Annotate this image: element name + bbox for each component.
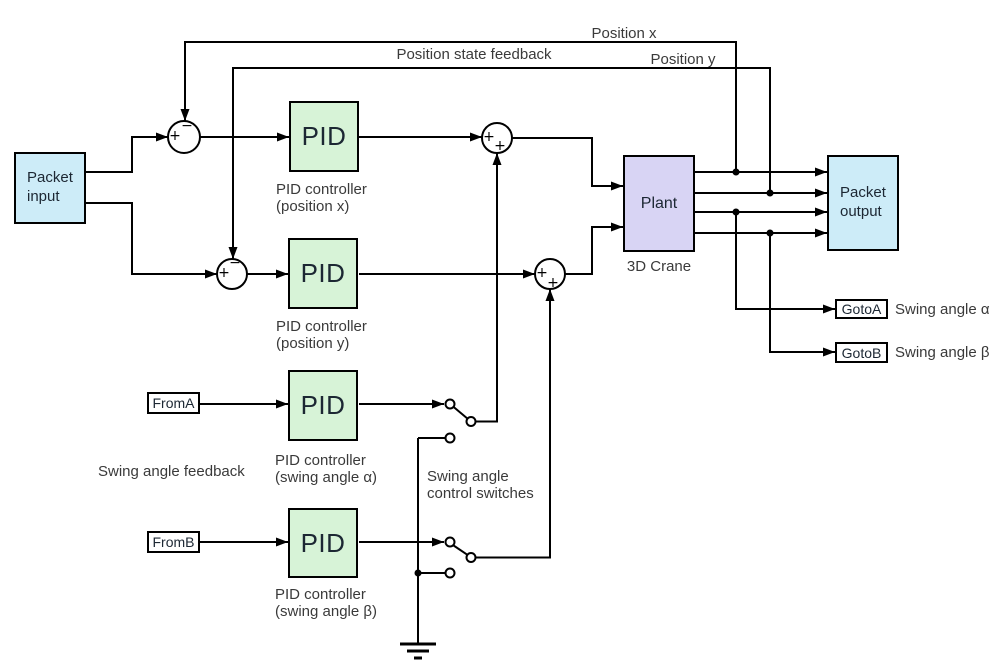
pid-beta-caption: PID controller (swing angle β) [275,586,378,620]
sum3-plus2-sign: + [494,138,506,154]
swing-angle-switches-annotation: Swing angle control switches [427,468,534,502]
sum4-plus2-sign: + [547,275,559,291]
sum2-minus-sign: − [229,255,241,271]
plant-block[interactable]: Plant [623,155,695,252]
from-a-label: FromA [152,395,195,411]
packet-output-label: Packet output [840,184,886,220]
pid-position-x-block[interactable]: PID [289,101,359,172]
packet-input-label: Packet input [27,169,73,205]
pid-label: PID [300,258,346,288]
goto-a-tag[interactable]: GotoA [835,299,888,319]
switch-beta[interactable] [444,536,477,579]
position-state-feedback-annotation: Position state feedback [396,46,552,63]
packet-output-block[interactable]: Packet output [827,155,899,251]
sum-junction-x-alpha[interactable] [481,122,513,154]
pid-label: PID [300,527,346,558]
sum4-plus-sign: + [536,265,548,281]
ground-icon[interactable] [400,642,436,660]
sum-junction-position-y[interactable] [216,258,248,290]
pid-alpha-caption: PID controller (swing angle α) [275,452,378,486]
goto-b-label: GotoB [841,344,882,361]
from-a-tag[interactable]: FromA [147,392,200,414]
sum-junction-position-x[interactable] [167,120,201,154]
plant-caption: 3D Crane [626,258,692,275]
switch-alpha[interactable] [444,398,477,444]
pid-label: PID [301,121,347,151]
goto-b-tag[interactable]: GotoB [835,342,888,363]
goto-a-label: GotoA [841,301,882,317]
wires [86,41,835,643]
pid-y-caption: PID controller (position y) [276,318,367,352]
swing-angle-feedback-annotation: Swing angle feedback [98,463,245,480]
sum1-plus-sign: + [169,128,181,144]
pid-x-caption: PID controller (position x) [276,181,367,215]
from-b-label: FromB [152,534,195,550]
sum1-minus-sign: − [181,118,193,134]
pid-swing-beta-block[interactable]: PID [288,508,358,578]
sum3-plus-sign: + [483,129,495,145]
pid-position-y-block[interactable]: PID [288,238,358,309]
goto-a-signal-label: Swing angle α [895,301,990,318]
sum-junction-y-beta[interactable] [534,258,566,290]
position-x-annotation: Position x [591,25,657,42]
pid-label: PID [300,390,346,420]
from-b-tag[interactable]: FromB [147,531,200,553]
pid-swing-alpha-block[interactable]: PID [288,370,358,441]
sum2-plus-sign: + [218,265,230,281]
branch-dots [414,168,774,577]
plant-label: Plant [640,194,678,212]
goto-b-signal-label: Swing angle β [895,344,990,361]
packet-input-block[interactable]: Packet input [14,152,86,224]
position-y-annotation: Position y [650,51,716,68]
